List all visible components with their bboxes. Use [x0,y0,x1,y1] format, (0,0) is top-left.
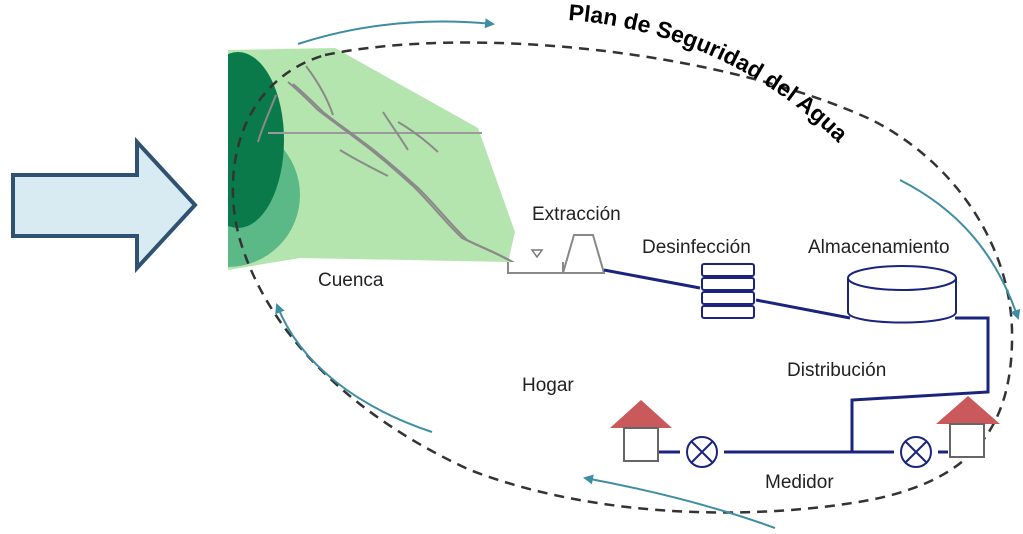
river-lines [257,65,517,265]
label-desinfeccion: Desinfección [642,237,751,258]
water-level-icon [530,249,544,259]
label-cuenca: Cuenca [318,270,384,291]
input-arrow [11,136,198,274]
extraction-structure [507,234,606,274]
cycle-arrow-right [899,179,1021,320]
safety-plan-loop [231,41,1014,514]
svg-text:Plan de Seguridad del Agua: Plan de Seguridad del Agua [568,0,854,147]
house-right-icon [936,396,1000,458]
watershed-area [228,48,517,270]
disinfection-unit [701,263,755,319]
label-extraccion: Extracción [532,204,621,225]
cycle-arrow-left [275,303,433,433]
label-almacenamiento: Almacenamiento [808,237,950,258]
pipe-network [603,268,990,454]
forest-dark [228,52,284,228]
cycle-arrow-top [297,18,495,45]
house-left-icon [610,400,672,462]
label-distribucion: Distribución [787,360,886,381]
storage-tank [847,265,957,324]
cycle-arrows [275,18,1021,529]
label-medidor: Medidor [765,472,834,493]
meter-right [900,436,932,468]
meter-left [686,436,718,468]
label-hogar: Hogar [522,375,574,396]
cycle-arrow-bottom [583,474,776,529]
plan-title: Plan de Seguridad del Agua [568,0,854,147]
